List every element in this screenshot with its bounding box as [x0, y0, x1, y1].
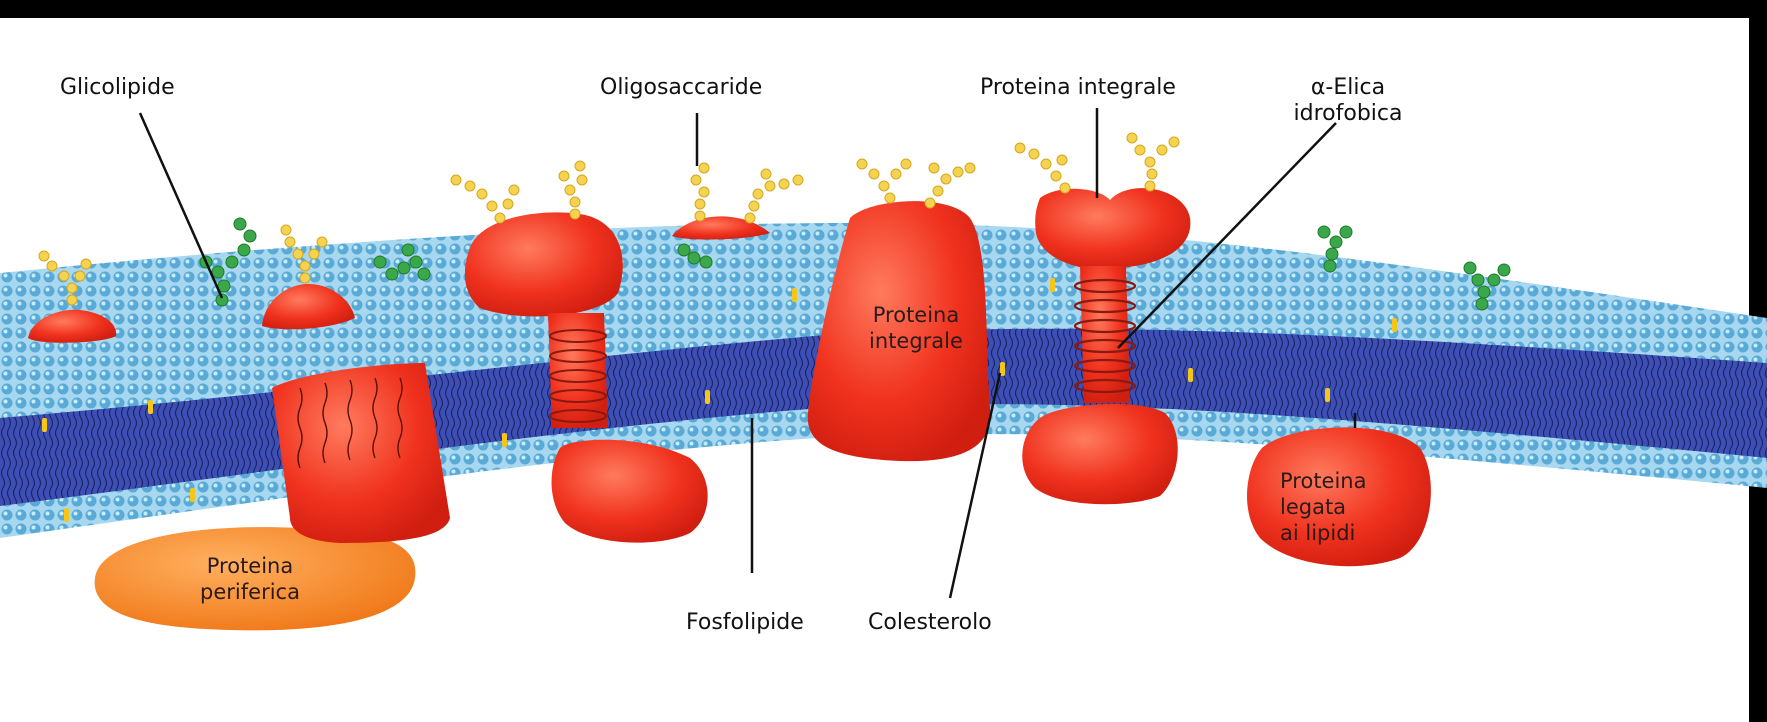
label-proteina-legata: Proteina legata ai lipidi — [1280, 468, 1390, 546]
helix-stalk-2 — [1080, 266, 1130, 403]
label-proteina-periferica-line1: Proteina — [180, 553, 320, 579]
glycoprotein-top-lobe — [465, 212, 623, 316]
label-alfa-elica: α-Elica idrofobica — [1288, 75, 1408, 127]
label-fosfolipide: Fosfolipide — [686, 610, 804, 636]
label-proteina-integrale-inner-line2: integrale — [856, 328, 976, 354]
label-alfa-elica-line1: α-Elica — [1288, 75, 1408, 101]
label-proteina-legata-line2: legata — [1280, 494, 1390, 520]
label-proteina-legata-line1: Proteina — [1280, 468, 1390, 494]
label-proteina-legata-line3: ai lipidi — [1280, 520, 1390, 546]
label-proteina-periferica-line2: periferica — [180, 579, 320, 605]
label-proteina-periferica: Proteina periferica — [180, 553, 320, 605]
label-proteina-integrale-inner-line1: Proteina — [856, 302, 976, 328]
label-glicolipide: Glicolipide — [60, 75, 175, 101]
glycoprotein-bump-center — [672, 216, 770, 239]
helix-protein-bottom — [1022, 404, 1177, 504]
label-proteina-integrale-top: Proteina integrale — [980, 75, 1176, 101]
label-proteina-integrale-inner: Proteina integrale — [856, 302, 976, 354]
cell-membrane-diagram: Glicolipide Oligosaccaride Proteina inte… — [0, 0, 1767, 704]
label-alfa-elica-line2: idrofobica — [1288, 101, 1408, 127]
label-colesterolo: Colesterolo — [868, 610, 992, 636]
label-oligosaccaride: Oligosaccaride — [600, 75, 762, 101]
glycoprotein-bottom-lobe — [552, 440, 708, 543]
